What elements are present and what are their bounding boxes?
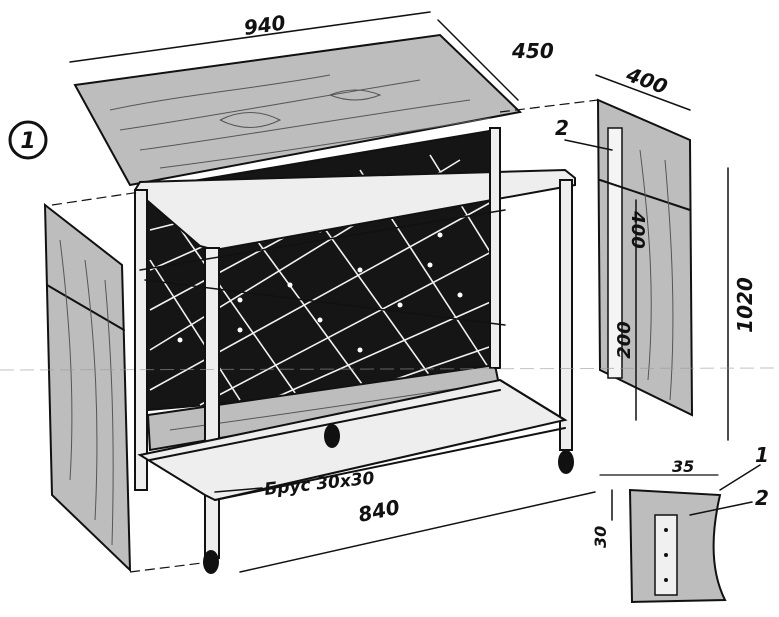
left-side-panel	[43, 191, 211, 573]
dim-detail-width: 35	[672, 457, 694, 476]
caster-front-left	[203, 550, 219, 574]
right-side-panel	[499, 98, 694, 417]
callout-part-2-side: 2	[555, 116, 569, 140]
caster-front-right	[558, 450, 574, 474]
dim-side-height: 1020	[733, 277, 757, 333]
top-panel	[73, 33, 523, 187]
section-detail: 35 30 1 2	[591, 443, 769, 604]
callout-detail-part-1: 1	[755, 443, 769, 467]
dim-top-width: 940	[242, 10, 287, 40]
caster-back	[324, 424, 340, 448]
dimension-lines	[69, 11, 729, 573]
callout-detail-part-2: 2	[755, 486, 769, 510]
dim-bottom-gap: 200	[614, 321, 635, 359]
dim-frame-length: 840	[356, 495, 402, 527]
metal-frame	[133, 127, 576, 559]
dim-detail-height: 30	[591, 526, 610, 548]
figure-number: 1	[20, 129, 35, 154]
figure-number-badge: 1	[8, 120, 48, 160]
dim-shelf-gap: 400	[627, 210, 648, 249]
casters	[203, 424, 574, 574]
dim-top-depth: 450	[511, 39, 554, 63]
